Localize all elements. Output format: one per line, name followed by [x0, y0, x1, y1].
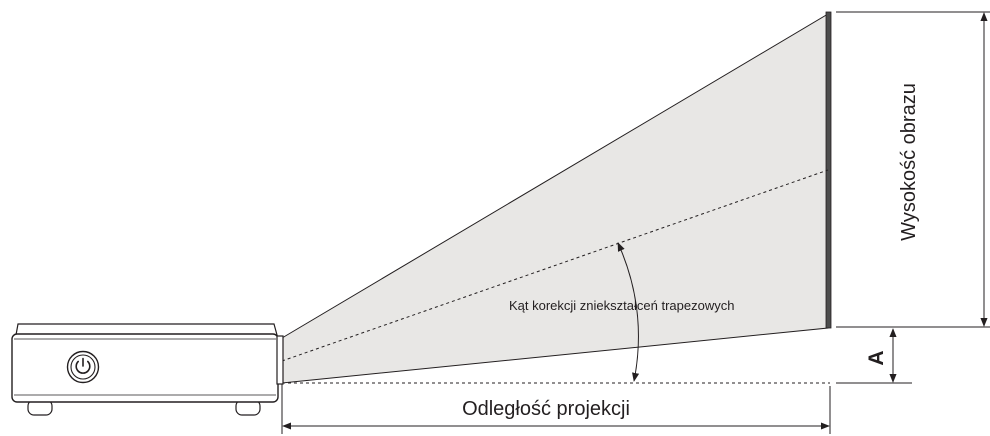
- power-button[interactable]: [66, 350, 100, 384]
- power-icon: [75, 357, 91, 374]
- keystone-angle-arc: [617, 242, 640, 382]
- offset-label: A: [865, 350, 888, 365]
- projection-distance-label: Odległość projekcji: [462, 398, 630, 420]
- beam-center-dashed-line: [281, 169, 829, 362]
- projection-beam: [281, 13, 829, 384]
- keystone-angle-label: Kąt korekcji zniekształceń trapezowych: [509, 298, 734, 313]
- projector: [11, 323, 284, 416]
- projection-screen: [825, 11, 832, 329]
- projector-body: [11, 333, 279, 403]
- image-height-label: Wysokość obrazu: [898, 83, 920, 241]
- projector-lens: [276, 335, 284, 385]
